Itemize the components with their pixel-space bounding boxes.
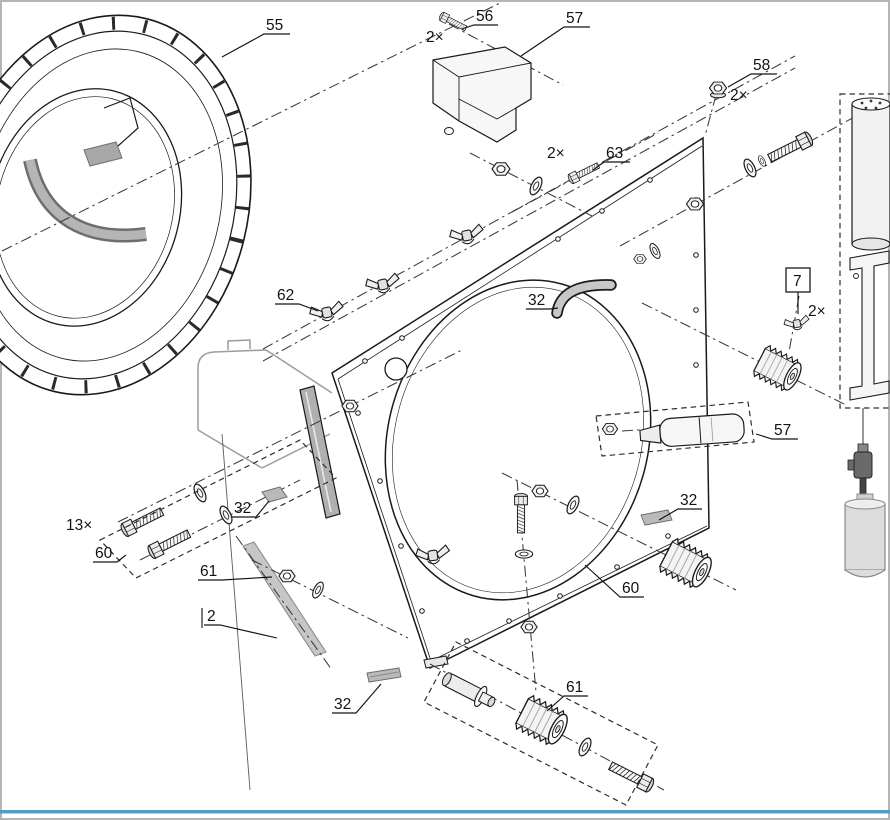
- seal-strip-highlight: [305, 391, 332, 513]
- part-32-angle-right: [640, 509, 673, 526]
- callout-7: 7 2×: [785, 267, 826, 320]
- callout-60-left: 13× 60: [66, 517, 127, 563]
- part-32-angle-left: [261, 486, 288, 503]
- callout-58: 58 2×: [727, 57, 777, 104]
- callout-7-qty: 2×: [808, 303, 826, 320]
- callout-61-bottom: 61: [546, 679, 588, 712]
- main-plate: [331, 136, 710, 670]
- callout-60-left-text: 60: [95, 545, 113, 562]
- callout-58-qty: 2×: [730, 87, 748, 104]
- part-2-housing-outline: [197, 339, 333, 469]
- part-57-tool: [639, 413, 745, 447]
- cover-handle: [23, 141, 147, 243]
- callout-7-text: 7: [793, 273, 802, 290]
- callout-57-tool: 57: [755, 422, 798, 440]
- callout-2: 2: [201, 608, 278, 639]
- callout-32-left-text: 32: [234, 500, 251, 517]
- callout-56-text: 56: [476, 8, 493, 25]
- callout-60-right-text: 60: [622, 580, 640, 597]
- callout-55: 55: [221, 17, 290, 58]
- callout-58-text: 58: [753, 57, 770, 74]
- nut-center: [531, 484, 549, 498]
- group-box-60: [99, 439, 337, 579]
- part-2-strip: [242, 541, 327, 657]
- callout-60-right: 60: [584, 564, 644, 598]
- right-box-bracket: [849, 250, 890, 401]
- callout-61-bottom-text: 61: [566, 679, 583, 696]
- nut-right-chain: [685, 197, 705, 211]
- callout-32-bottom: 32: [332, 683, 382, 714]
- callout-32-right: 32: [658, 492, 702, 521]
- callout-61-left: 61: [198, 563, 273, 581]
- plate-bottom-tab: [423, 655, 449, 669]
- callout-62: 62: [275, 287, 319, 312]
- callout-63: 2× 63: [547, 145, 630, 171]
- callout-55-text: 55: [266, 17, 283, 34]
- part-32-hose: [551, 279, 617, 319]
- part-61-roller-pin: [441, 672, 496, 708]
- panel-edge-line: [221, 433, 251, 791]
- bottom-accent-bar: [0, 810, 890, 814]
- callout-61-left-text: 61: [200, 563, 217, 580]
- part-61-nut: [278, 569, 296, 583]
- callout-2-text: 2: [207, 608, 216, 625]
- callout-56-qty: 2×: [426, 29, 444, 46]
- nut-small-right: [633, 254, 647, 264]
- callout-32-hose-text: 32: [528, 292, 545, 309]
- callout-32-hose: 32: [526, 292, 559, 310]
- group-box-right: [839, 93, 890, 409]
- part-55-cover-wheel: [0, 14, 252, 396]
- part-58-nut: [708, 81, 728, 99]
- callout-56: 56 2×: [426, 8, 498, 46]
- seal-strip: [299, 385, 341, 519]
- tool-box-nut: [601, 422, 619, 436]
- part-32-channel-bottom: [366, 667, 402, 683]
- cover-notch: [103, 97, 139, 147]
- callout-57-tool-text: 57: [774, 422, 791, 439]
- group-box-61: [423, 641, 659, 806]
- callout-32-bottom-text: 32: [334, 696, 351, 713]
- callout-60-qty: 13×: [66, 517, 92, 534]
- part-57-bracket: [432, 46, 532, 143]
- washer-under-screw: [514, 549, 534, 559]
- plate-oval-opening: [384, 279, 652, 601]
- callout-63-text: 63: [606, 145, 623, 162]
- callout-62-text: 62: [277, 287, 294, 304]
- group-box-57-tool: [595, 401, 755, 457]
- callout-32-left: 32: [232, 500, 270, 518]
- callout-57-top: 57: [520, 10, 590, 57]
- float-switch: [844, 408, 886, 578]
- nut-plate-left: [341, 399, 359, 413]
- right-box-cylinder: [851, 97, 890, 251]
- plate-round-hole: [384, 357, 408, 381]
- callout-63-qty: 2×: [547, 145, 565, 162]
- callout-32-right-text: 32: [680, 492, 697, 509]
- nut-top-center: [491, 162, 511, 176]
- nut-below-screw: [520, 620, 538, 634]
- callout-57-top-text: 57: [566, 10, 583, 27]
